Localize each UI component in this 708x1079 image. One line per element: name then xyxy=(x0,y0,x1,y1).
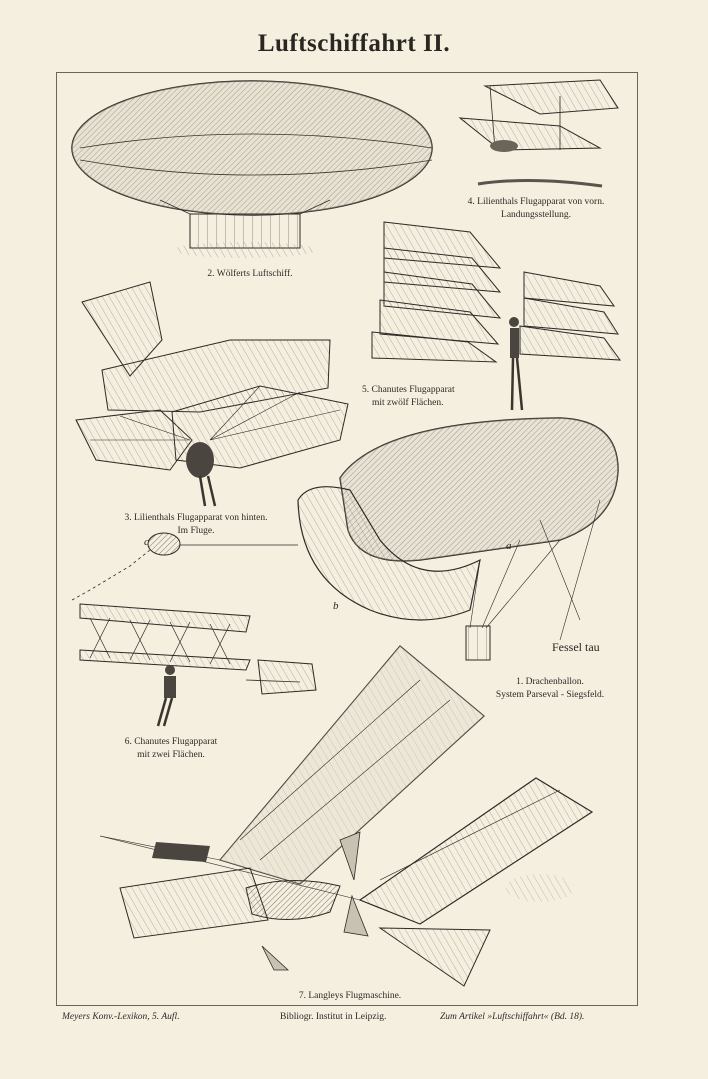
caption-fig6: 6. Chanutes Flugapparat mit zwei Flächen… xyxy=(96,736,246,762)
label-b: b xyxy=(333,600,339,612)
plate-border xyxy=(56,72,638,1006)
caption-fig5-line1: 5. Chanutes Flugapparat xyxy=(362,385,455,395)
caption-fig4: 4. Lilienthals Flugapparat von vorn. Lan… xyxy=(436,196,636,222)
caption-fig7: 7. Langleys Flugmaschine. xyxy=(298,991,402,1001)
caption-fig4-line1: 4. Lilienthals Flugapparat von vorn. xyxy=(467,197,605,207)
caption-fig6-line2: mit zwei Flächen. xyxy=(137,750,205,760)
caption-fig1-line1: 1. Drachenballon. xyxy=(516,677,584,687)
caption-fig1: 1. Drachenballon. System Parseval - Sieg… xyxy=(470,676,630,702)
caption-fig4-line2: Landungsstellung. xyxy=(501,210,571,220)
caption-fig3-line1: 3. Lilienthals Flugapparat von hinten. xyxy=(124,513,268,523)
caption-fig3: 3. Lilienthals Flugapparat von hinten. I… xyxy=(96,512,296,538)
label-fesseltau: Fessel tau xyxy=(552,640,600,654)
fig5-glider-multiplane xyxy=(371,221,622,411)
caption-fig5: 5. Chanutes Flugapparat mit zwölf Fläche… xyxy=(362,384,522,410)
fig-small-balloon xyxy=(71,532,181,601)
caption-fig3-line2: Im Fluge. xyxy=(177,526,215,536)
label-c: c xyxy=(144,536,149,548)
fig6-glider-biplane xyxy=(79,603,317,727)
fig7-langley-aerodrome xyxy=(99,645,594,987)
fig4-glider-front xyxy=(458,79,619,188)
caption-fig6-line1: 6. Chanutes Flugapparat xyxy=(124,737,218,747)
label-a: a xyxy=(506,540,512,552)
caption-fig5-line2: mit zwölf Flächen. xyxy=(372,398,444,408)
fig1-kite-balloon xyxy=(180,417,619,661)
fig2-airship xyxy=(71,80,433,258)
footer-left: Meyers Konv.-Lexikon, 5. Aufl. xyxy=(62,1012,180,1022)
caption-fig1-line2: System Parseval - Siegsfeld. xyxy=(495,690,605,700)
footer-right: Zum Artikel »Luftschiffahrt« (Bd. 18). xyxy=(440,1012,585,1022)
footer-center: Bibliogr. Institut in Leipzig. xyxy=(280,1012,387,1022)
caption-fig2: 2. Wölferts Luftschiff. xyxy=(207,269,293,279)
page-title: Luftschiffahrt II. xyxy=(257,30,451,57)
fig3-glider-rear xyxy=(75,281,349,507)
